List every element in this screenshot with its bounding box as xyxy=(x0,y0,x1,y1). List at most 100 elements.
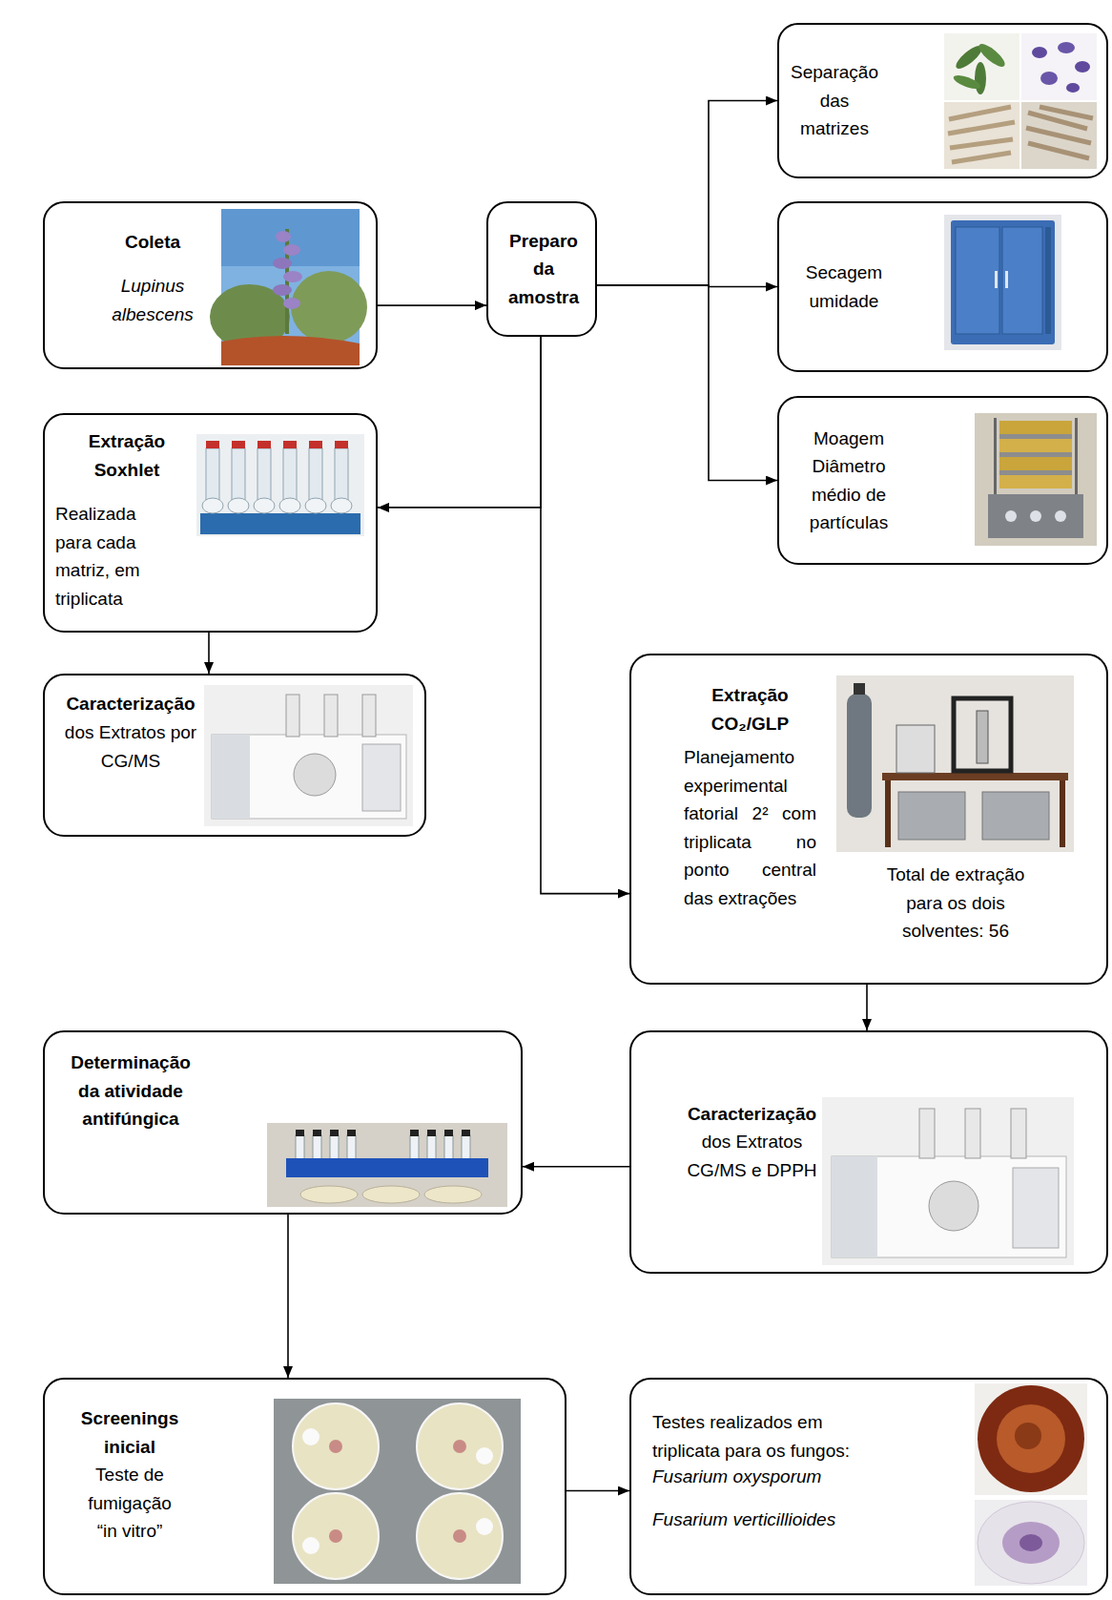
table-top xyxy=(882,772,1069,781)
flower xyxy=(272,284,292,296)
node-heading: Caracterização xyxy=(682,1099,822,1129)
process-box: Separação das matrizes xyxy=(777,22,1109,179)
leaf xyxy=(975,40,1009,70)
flow-arrow xyxy=(597,285,778,287)
sieve xyxy=(999,456,1072,471)
flower xyxy=(1074,61,1091,73)
flower xyxy=(1040,71,1058,85)
photo-ground xyxy=(974,1499,1088,1586)
photo-ground xyxy=(267,1122,508,1207)
process-box: Screenings inicialTeste de fumigação “in… xyxy=(42,1377,567,1595)
sieve-band xyxy=(999,433,1072,439)
leaf xyxy=(952,41,986,72)
leaf xyxy=(974,61,987,95)
tube-caps xyxy=(295,1129,471,1136)
glass-column xyxy=(205,448,220,502)
tube xyxy=(461,1134,471,1170)
instrument-body xyxy=(211,734,407,819)
process-box: Preparo da amostra xyxy=(486,201,598,337)
tube xyxy=(427,1134,436,1170)
flow-arrow xyxy=(287,1214,289,1378)
valve xyxy=(853,682,865,695)
instrument-panel xyxy=(211,734,250,819)
table-leg xyxy=(1059,780,1066,847)
photo-ground xyxy=(944,102,1020,169)
rod xyxy=(993,417,997,496)
glass-column xyxy=(257,448,271,502)
flask xyxy=(279,497,301,514)
paper-disc xyxy=(302,1536,320,1554)
cap xyxy=(283,440,297,449)
node-text: Separação das matrizes xyxy=(786,58,883,144)
foliage xyxy=(290,270,368,344)
fungus-disc xyxy=(329,1439,343,1453)
photo-ground xyxy=(1021,102,1097,169)
node-heading: Coleta xyxy=(81,227,225,257)
flask xyxy=(305,497,327,514)
fungus-culture xyxy=(977,1384,1085,1492)
cap xyxy=(205,440,220,449)
process-box: Caracterizaçãodos Extratos CG/MS e DPPH xyxy=(629,1029,1109,1274)
extraction-rig-photo xyxy=(836,675,1074,852)
photo-ground xyxy=(974,1382,1088,1495)
tube xyxy=(410,1134,419,1170)
sky xyxy=(221,208,360,366)
glass-column xyxy=(308,448,323,502)
glass-column xyxy=(231,448,246,502)
flower xyxy=(283,297,301,309)
stem xyxy=(285,228,289,334)
node-heading: Caracterização xyxy=(59,689,203,719)
detector xyxy=(1012,1167,1059,1248)
photo-ground xyxy=(944,214,1062,351)
tube-rack-photo xyxy=(267,1122,508,1207)
photo-ground xyxy=(273,1398,521,1584)
tube xyxy=(295,1134,305,1170)
node-text: Realizada para cada matriz, em triplicat… xyxy=(55,499,165,613)
process-box: Determinação da atividade antifúngica xyxy=(42,1029,523,1215)
soxhlet-photo xyxy=(196,433,365,536)
table-leg xyxy=(885,780,891,847)
node-text: dos Extratos CG/MS e DPPH xyxy=(682,1127,822,1184)
autosampler xyxy=(1010,1108,1027,1158)
photo-ground xyxy=(974,412,1097,546)
fungus-disc xyxy=(453,1528,467,1543)
flow-arrow xyxy=(597,101,778,287)
roots xyxy=(1026,106,1093,159)
sieve-photo xyxy=(974,412,1097,546)
process-box: ColetaLupinus albescens xyxy=(42,201,378,370)
flask xyxy=(253,497,275,514)
detector xyxy=(362,743,401,811)
petri-dish xyxy=(300,1185,358,1203)
foliage xyxy=(209,284,290,350)
photo-ground xyxy=(822,1096,1074,1265)
oven-body xyxy=(950,220,1055,345)
gcms-photo xyxy=(204,684,413,826)
petri-dish xyxy=(416,1402,503,1489)
cap xyxy=(257,440,271,449)
cap xyxy=(334,440,349,449)
species-name: Fusarium oxysporum xyxy=(652,1462,939,1491)
cap xyxy=(231,440,246,449)
node-heading: Extração Soxhlet xyxy=(69,427,185,484)
sieve xyxy=(999,438,1072,453)
autosampler xyxy=(324,694,338,737)
paper-disc xyxy=(475,1517,494,1535)
tube xyxy=(347,1134,356,1170)
flow-arrow xyxy=(377,336,541,508)
node-text: Testes realizados em triplicata para os … xyxy=(652,1407,863,1464)
stems xyxy=(947,106,1015,163)
autosampler xyxy=(362,694,376,737)
fungus-culture xyxy=(1014,1421,1042,1449)
sieve-band xyxy=(999,452,1072,457)
oven-door xyxy=(955,226,1000,334)
paper-disc xyxy=(475,1446,494,1464)
flower xyxy=(1066,82,1080,93)
door-handle xyxy=(994,270,998,289)
photo-ground xyxy=(196,433,365,536)
node-text: Planejamento experimental fatorial 2² co… xyxy=(683,742,817,912)
flower xyxy=(283,270,303,283)
pump-controller xyxy=(896,724,935,773)
gcms-photo xyxy=(822,1096,1074,1265)
node-text: Total de extração para os dois solventes… xyxy=(874,860,1037,946)
tube xyxy=(444,1134,454,1170)
